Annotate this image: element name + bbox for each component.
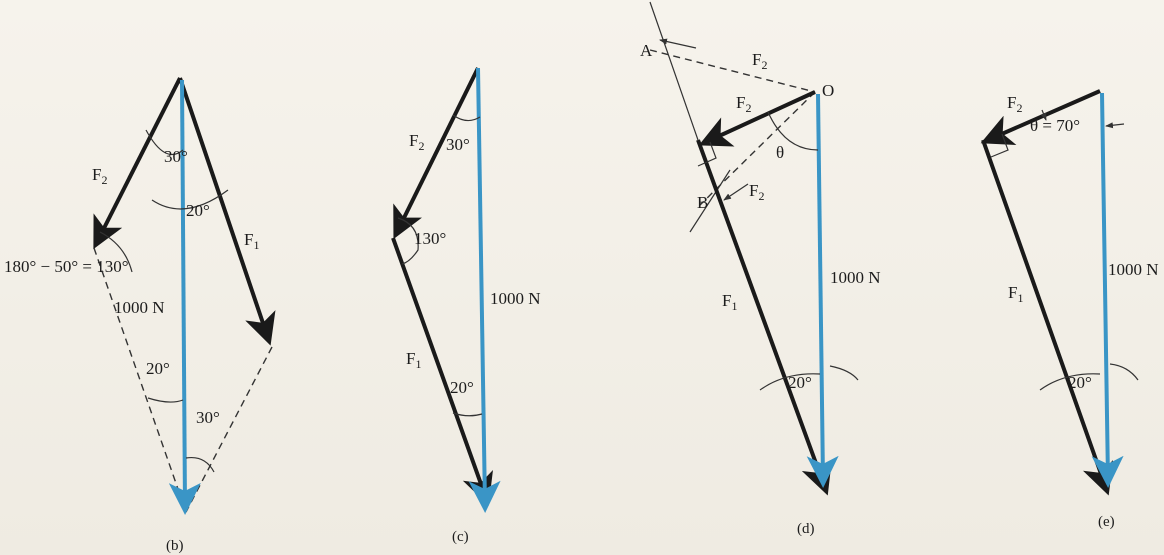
diagram-e: θ = 70° 1000 N 20° F2 F1 (e) xyxy=(980,89,1159,530)
f1-label-e: F1 xyxy=(1008,283,1023,305)
f2-label-d-low: F2 xyxy=(749,181,764,203)
theta-pointer-e xyxy=(1040,109,1047,121)
angle-20-top: 20° xyxy=(186,201,210,220)
f2-label-d-mid: F2 xyxy=(736,93,751,115)
angle-130-c: 130° xyxy=(414,229,446,248)
f1-vector-e xyxy=(981,139,1114,496)
arc-30-bottom xyxy=(185,456,215,473)
point-b-label: B xyxy=(697,193,708,212)
f2-label-e: F2 xyxy=(1007,93,1022,115)
f1-label-b: F1 xyxy=(244,230,259,252)
arc-20-e-left xyxy=(1039,373,1101,391)
diagram-b: 30° 20° 180° − 50° = 130° 1000 N 20° 30°… xyxy=(4,77,276,554)
f2-label-b: F2 xyxy=(92,165,107,187)
caption-e: (e) xyxy=(1098,514,1115,530)
load-label-e: 1000 N xyxy=(1108,260,1159,279)
theta-label-d: θ xyxy=(776,143,784,162)
right-angle-d xyxy=(697,141,717,167)
angle-20-bottom: 20° xyxy=(146,359,170,378)
angle-sum-label: 180° − 50° = 130° xyxy=(4,257,129,276)
f2-pointer-a xyxy=(659,38,697,49)
load-vector-d xyxy=(806,93,839,488)
arc-130 xyxy=(99,231,133,273)
load-label-c: 1000 N xyxy=(490,289,541,308)
f1-vector-d xyxy=(696,139,832,496)
f1-label-c: F1 xyxy=(406,349,421,371)
diagram-c: 30° 130° 1000 N 20° F2 F1 (c) xyxy=(391,67,541,545)
arc-20-c xyxy=(452,412,483,417)
caption-c: (c) xyxy=(452,529,469,545)
angle-30-top: 30° xyxy=(164,147,188,166)
load-label-b: 1000 N xyxy=(114,298,165,317)
arc-30-c xyxy=(452,114,481,122)
f1-vector-c xyxy=(391,237,493,506)
angle-30-c: 30° xyxy=(446,135,470,154)
arc-20-e-right xyxy=(1109,363,1139,381)
load-vector-b xyxy=(168,79,201,515)
arc-theta xyxy=(767,111,819,151)
theta-pointer-e-right xyxy=(1105,122,1125,129)
f2-label-d-top: F2 xyxy=(752,50,767,72)
f2-label-c: F2 xyxy=(409,131,424,153)
arc-20-d-left xyxy=(759,373,821,391)
point-a-label: A xyxy=(640,41,653,60)
caption-d: (d) xyxy=(797,521,815,537)
line-a-upper xyxy=(649,1,699,141)
right-angle-e xyxy=(990,133,1009,158)
f1-label-d: F1 xyxy=(722,291,737,313)
arc-20-bottom xyxy=(147,397,184,403)
caption-b: (b) xyxy=(166,538,184,554)
f2-vector-c xyxy=(393,67,480,240)
angle-30-bottom: 30° xyxy=(196,408,220,427)
f1-vector-b xyxy=(178,77,276,346)
arc-30-top xyxy=(145,129,184,155)
f2-pointer-b xyxy=(723,183,749,201)
load-vector-e xyxy=(1091,92,1124,488)
load-label-d: 1000 N xyxy=(830,268,881,287)
point-o-label: O xyxy=(822,81,834,100)
dashed-f1-side xyxy=(93,247,187,513)
theta-label-e: θ = 70° xyxy=(1030,116,1080,135)
f2-vector-b xyxy=(93,77,182,250)
line-b-lower xyxy=(689,169,731,233)
load-vector-c xyxy=(468,67,501,513)
angle-20-d: 20° xyxy=(788,373,812,392)
arc-130-c xyxy=(397,217,419,265)
angle-20-c: 20° xyxy=(450,378,474,397)
f2-vector-d xyxy=(698,90,816,147)
dashed-oa xyxy=(649,49,816,93)
dashed-ob xyxy=(699,91,816,206)
angle-20-e: 20° xyxy=(1068,373,1092,392)
arc-20-top xyxy=(151,189,229,210)
arc-20-d-right xyxy=(829,365,859,381)
dashed-f2-side xyxy=(185,346,273,513)
diagram-d: A O B θ 1000 N 20° F2 F2 F2 F1 (d) xyxy=(640,1,881,537)
